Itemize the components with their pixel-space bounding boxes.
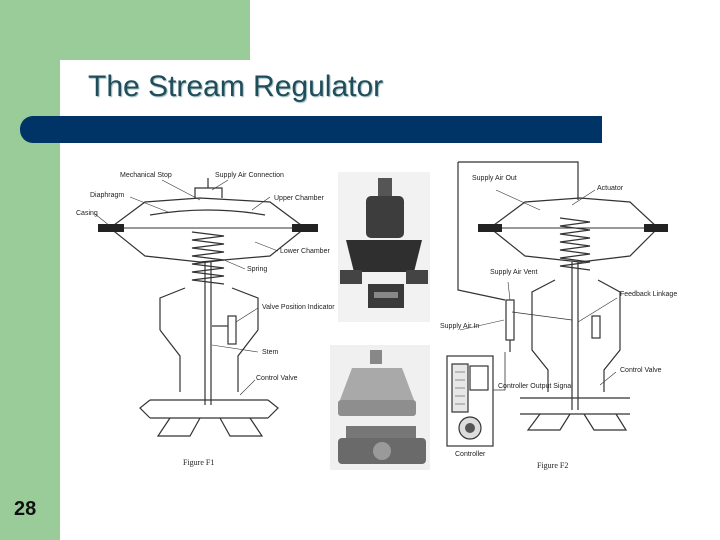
- label-supply-air-in: Supply Air In: [440, 323, 479, 330]
- figure-f2-drawing: [446, 161, 668, 447]
- label-control-valve: Control Valve: [256, 375, 298, 382]
- label-supply-air-vent: Supply Air Vent: [490, 269, 538, 276]
- label-controller-output-signal: Controller Output Signal: [498, 383, 573, 390]
- label-upper-chamber: Upper Chamber: [274, 195, 324, 202]
- label-stem: Stem: [262, 349, 279, 356]
- label-controller: Controller: [455, 451, 486, 458]
- label-supply-air-out: Supply Air Out: [472, 175, 517, 182]
- label-actuator: Actuator: [597, 185, 624, 192]
- label-diaphragm: Diaphragm: [90, 192, 124, 199]
- green-header-block: [0, 0, 250, 60]
- label-spring: Spring: [247, 266, 267, 273]
- caption-figure-f2: Figure F2: [537, 461, 568, 470]
- slide-title: The Stream Regulator: [88, 70, 384, 103]
- title-underline-bar: [20, 116, 602, 143]
- page-number: 28: [14, 498, 37, 520]
- label-lower-chamber: Lower Chamber: [280, 248, 330, 255]
- label-mechanical-stop: Mechanical Stop: [120, 172, 172, 179]
- label-valve-position-indicator: Valve Position Indicator: [262, 304, 335, 311]
- regulator-photo-bottom: [330, 345, 430, 470]
- label-feedback-linkage: Feedback Linkage: [620, 291, 677, 298]
- label-supply-air-connection: Supply Air Connection: [215, 172, 284, 179]
- figure-f1-drawing: [94, 178, 318, 437]
- label-control-valve-f2: Control Valve: [620, 367, 662, 374]
- caption-figure-f1: Figure F1: [183, 458, 214, 467]
- regulator-photo-top: [338, 172, 430, 322]
- figure-f2-labels: Supply Air Out Actuator Supply Air Vent …: [440, 175, 677, 470]
- figure-f1-labels: Mechanical Stop Supply Air Connection Di…: [76, 172, 335, 467]
- label-casing: Casing: [76, 210, 98, 217]
